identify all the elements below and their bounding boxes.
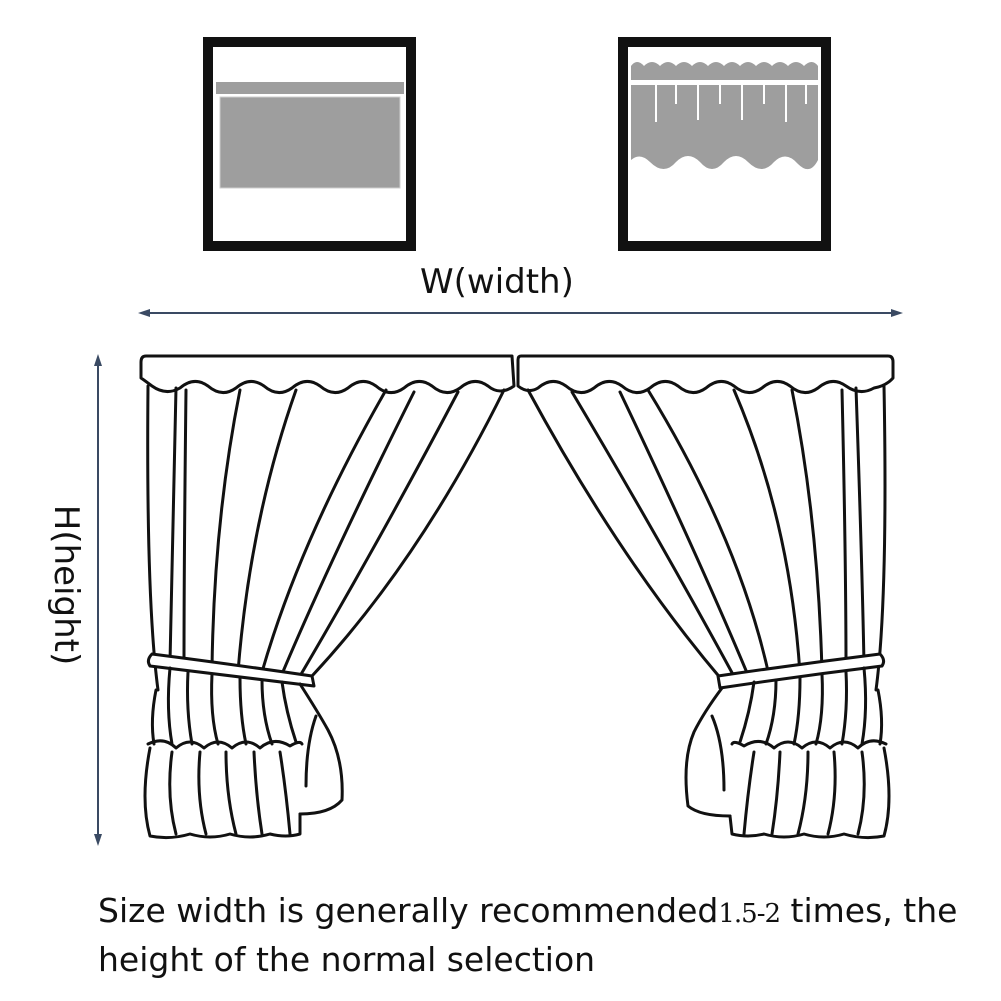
caption-text-line2: height of the normal selection	[98, 940, 596, 979]
width-label: W(width)	[420, 262, 574, 302]
curtain-illustration	[139, 354, 895, 840]
caption-text-part2: times, the	[780, 891, 958, 930]
caption-text-part1: Size width is generally recommended	[98, 891, 719, 930]
caption-ratio-number: 1.5-2	[718, 899, 781, 929]
left-curtain-skirt	[143, 666, 344, 840]
valance-rod	[631, 80, 818, 85]
caption-line-2: height of the normal selection	[98, 937, 958, 983]
valance-fabric	[631, 62, 818, 170]
height-label: H(height)	[46, 504, 86, 666]
left-valance	[139, 354, 516, 394]
caption-line-1: Size width is generally recommended1.5-2…	[98, 888, 958, 937]
left-tieback	[146, 652, 316, 688]
left-curtain-folds	[146, 384, 506, 692]
height-arrow	[94, 354, 102, 846]
width-arrow	[138, 309, 903, 317]
valance-pleats	[655, 85, 807, 122]
window-gathered-valance	[618, 37, 831, 251]
size-caption: Size width is generally recommended1.5-2…	[98, 888, 958, 983]
right-tieback	[716, 652, 886, 690]
right-valance	[516, 354, 895, 394]
blind-rail	[216, 82, 404, 94]
right-curtain-folds	[526, 384, 887, 692]
right-curtain-skirt	[684, 666, 891, 840]
window-roller-blind	[203, 37, 416, 251]
blind-panel	[219, 96, 401, 189]
